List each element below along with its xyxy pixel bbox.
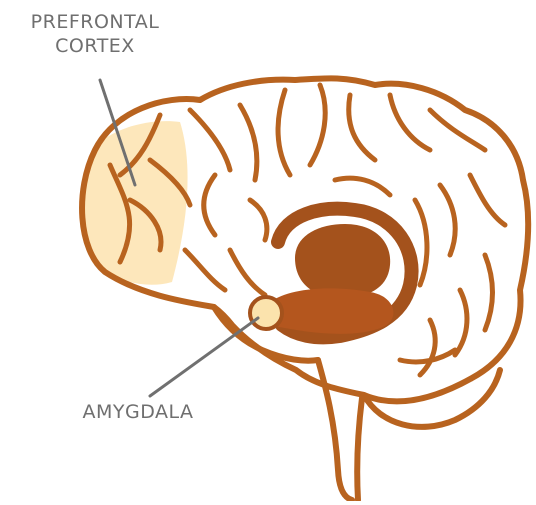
amygdala-label: AMYGDALA: [58, 400, 218, 424]
thalamus: [295, 224, 390, 298]
amygdala: [250, 297, 282, 329]
prefrontal-cortex-label: PREFRONTAL CORTEX: [0, 10, 190, 58]
prefrontal-label-line1: PREFRONTAL: [0, 10, 190, 34]
hippocampus: [270, 288, 393, 333]
prefrontal-label-line2: CORTEX: [0, 34, 190, 58]
brain-stem: [318, 360, 362, 500]
amygdala-pointer-line: [150, 318, 258, 396]
